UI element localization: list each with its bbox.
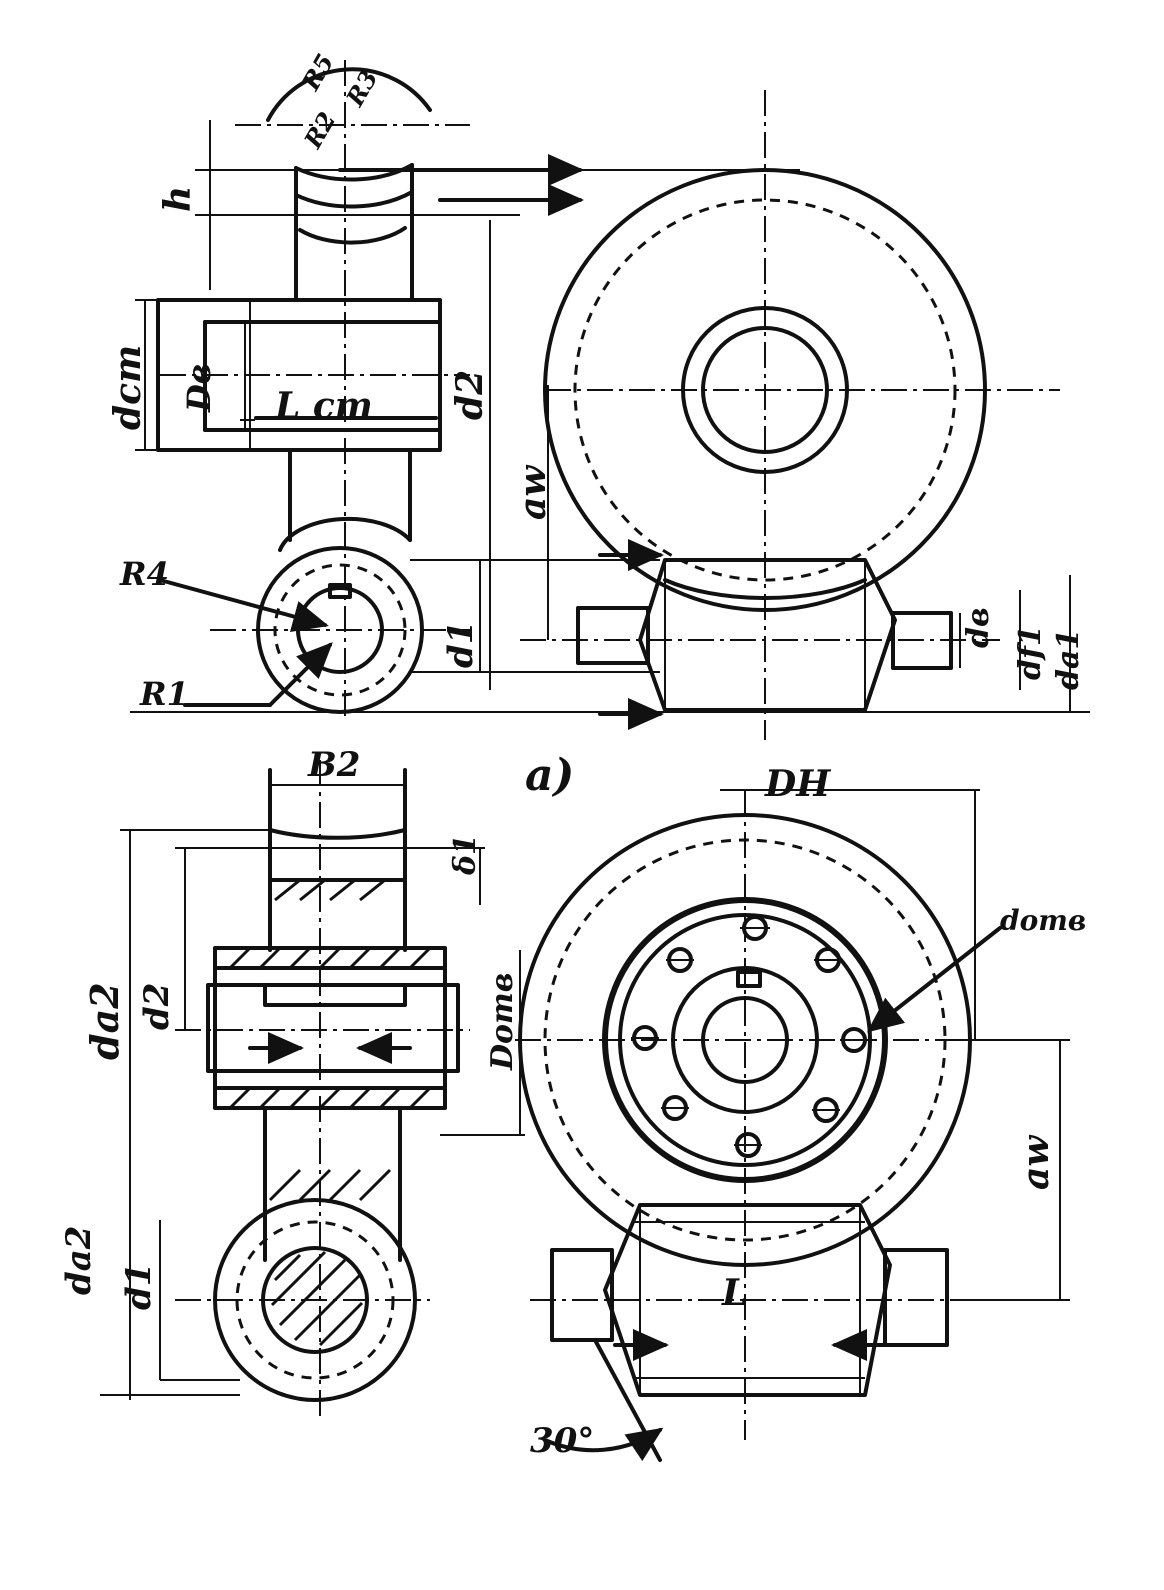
wheel-section-view xyxy=(100,760,525,1420)
label-df1: df1 xyxy=(1013,625,1048,680)
label-d1-bottom: d1 xyxy=(119,1263,159,1310)
label-Lcm: L cm xyxy=(274,385,373,427)
label-R4: R4 xyxy=(119,555,169,593)
label-d2-left: d2 xyxy=(137,983,177,1030)
hub-rect xyxy=(156,298,442,452)
label-da1: da1 xyxy=(1051,629,1086,690)
wheel-bolted-view xyxy=(515,789,1070,1462)
hub-section xyxy=(213,946,447,1110)
label-fig-a: a) xyxy=(525,750,574,801)
label-R2: R2 xyxy=(298,107,342,154)
label-R5: R5 xyxy=(296,49,340,96)
label-DH: DH xyxy=(764,763,831,805)
label-B2: B2 xyxy=(307,745,360,785)
label-da2-left: da2 xyxy=(82,982,127,1060)
label-aw-top: aw xyxy=(512,464,554,520)
bolt-holes xyxy=(631,915,868,1158)
rim-arc xyxy=(266,67,432,122)
label-aw-bottom: aw xyxy=(1015,1134,1057,1190)
label-da2-bottom: da2 xyxy=(59,1226,99,1295)
label-delta1: δ1 xyxy=(448,834,483,876)
label-dv: dв xyxy=(961,607,996,648)
label-h: h xyxy=(157,186,199,212)
label-angle30: 30° xyxy=(530,1421,594,1461)
label-d2-top: d2 xyxy=(449,370,491,420)
worm-section-circle xyxy=(213,1198,417,1402)
label-dotv: dотв xyxy=(1000,904,1086,937)
label-R1: R1 xyxy=(139,675,189,713)
label-L: L xyxy=(721,1272,747,1314)
label-dcm: dcm xyxy=(107,345,149,430)
label-Dv: Dв xyxy=(180,363,218,413)
label-d1-top: d1 xyxy=(441,621,481,668)
wheel-front-view xyxy=(520,90,1071,740)
label-Dotv: Dотв xyxy=(485,973,520,1071)
